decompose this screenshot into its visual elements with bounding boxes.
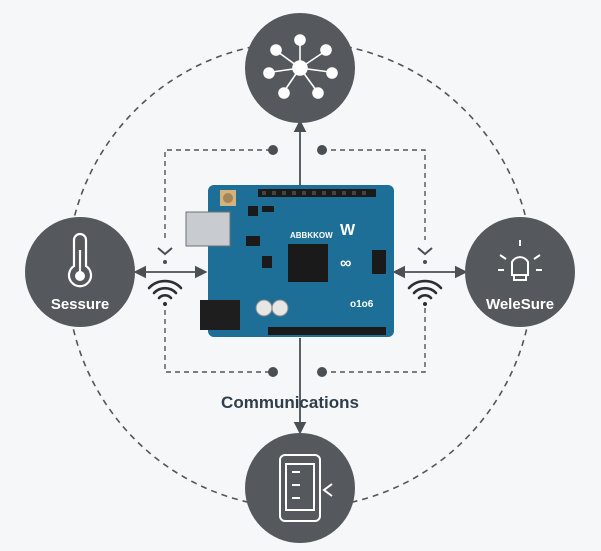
microcontroller-board: ABBKKOW W ∞ o1o6 (185, 185, 394, 337)
node-left: Sessure (25, 217, 135, 327)
thermometer-icon (67, 232, 93, 288)
board-infinity-text: ∞ (340, 255, 351, 272)
board-sub-text: o1o6 (350, 299, 374, 310)
wifi-signal-icon (407, 279, 443, 306)
power-jack (200, 300, 240, 330)
board-text-main: ABBKKOW (290, 231, 333, 240)
capacitors (255, 299, 289, 317)
header-pins (262, 191, 366, 195)
wifi-signal-icon (147, 279, 183, 306)
chevron-dots (163, 260, 427, 264)
connector-dots (268, 145, 327, 377)
node-left-label: Sessure (51, 296, 109, 313)
small-components (246, 206, 386, 274)
node-right: WeleSure (465, 217, 575, 327)
chevron-down-icon (157, 247, 433, 256)
node-top (245, 13, 355, 123)
mcu-chip (288, 244, 328, 282)
mobile-phone-icon (279, 454, 333, 522)
light-bulb-icon (498, 240, 542, 281)
pin-headers (258, 189, 386, 335)
board-logo-text: W (340, 222, 356, 239)
inner-dashed-connectors (164, 149, 426, 373)
hub-network-icon (263, 34, 338, 99)
communications-label: Communications (221, 393, 359, 412)
usb-port (185, 211, 231, 247)
node-bottom (245, 433, 355, 543)
node-right-label: WeleSure (486, 296, 554, 313)
